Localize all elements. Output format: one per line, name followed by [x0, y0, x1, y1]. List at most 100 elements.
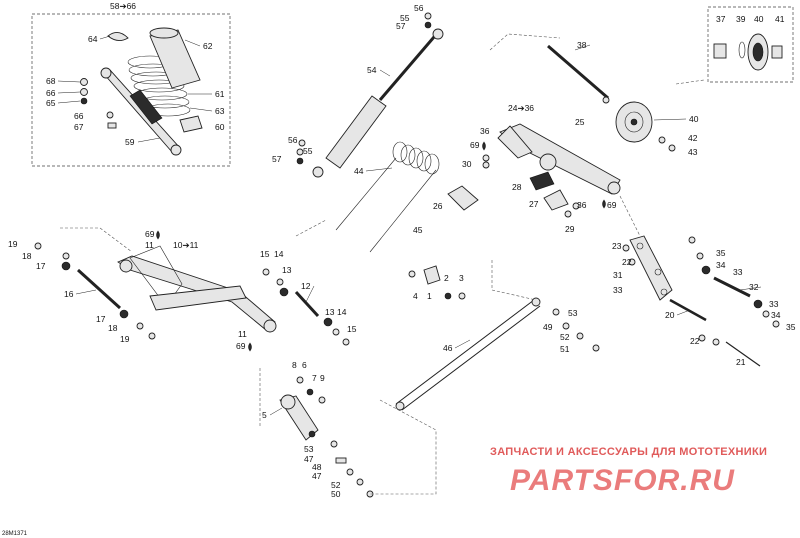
callout-19: 19: [8, 239, 18, 249]
bolt-part: [725, 341, 761, 367]
callout-52: 52: [331, 480, 341, 490]
nut-part: [80, 97, 88, 105]
bolt-part: [107, 122, 117, 129]
callout-2: 2: [444, 273, 449, 283]
callout-9: 9: [320, 373, 325, 383]
callout-14: 14: [337, 307, 347, 317]
callout-34: 34: [771, 310, 781, 320]
callout-11: 11: [145, 240, 154, 250]
callout-15: 15: [347, 324, 357, 334]
callout-56: 56: [414, 3, 424, 13]
callout-19: 19: [120, 334, 130, 344]
shaft-part: [713, 276, 751, 298]
callout-24-36: 24➔36: [508, 103, 534, 113]
lubricant-drop-icon: [482, 141, 486, 151]
shock-body-part: [100, 67, 182, 156]
callout-67: 67: [74, 122, 84, 132]
callout-10-11: 10➔11: [173, 240, 199, 250]
callout-5: 5: [262, 410, 267, 420]
front-arm-part: [117, 245, 277, 333]
bracket-part: [529, 171, 555, 191]
spacer-part: [335, 457, 347, 464]
callout-66: 66: [74, 111, 84, 121]
callout-46: 46: [443, 343, 453, 353]
adjuster-part: [179, 115, 203, 133]
callout-3: 3: [459, 273, 464, 283]
stopper-part: [543, 189, 569, 211]
callout-39: 39: [736, 14, 746, 24]
callout-6: 6: [302, 360, 307, 370]
callout-8: 8: [292, 360, 297, 370]
callout-37: 37: [716, 14, 726, 24]
lubricant-drop-icon: [602, 199, 606, 209]
callout-16: 16: [64, 289, 74, 299]
callout-32: 32: [749, 282, 759, 292]
callout-42: 42: [688, 133, 698, 143]
callout-51: 51: [560, 344, 570, 354]
callout-44: 44: [354, 166, 364, 176]
callout-64: 64: [88, 34, 98, 44]
link-rod-part: [395, 297, 541, 411]
idler-wheel-part: [615, 101, 653, 143]
callout-40: 40: [689, 114, 699, 124]
bracket-arm-part: [279, 394, 319, 441]
retainer-ring-part: [107, 32, 129, 41]
callout-34: 34: [716, 260, 726, 270]
washer-part: [106, 111, 114, 119]
callout-52: 52: [560, 332, 570, 342]
callout-55: 55: [400, 13, 410, 23]
callout-61: 61: [215, 89, 225, 99]
callout-41: 41: [775, 14, 785, 24]
callout-69: 69: [236, 341, 246, 351]
callout-35: 35: [716, 248, 726, 258]
callout-21: 21: [736, 357, 746, 367]
callout-62: 62: [203, 41, 213, 51]
watermark-logo: PARTSFOR.RU: [510, 464, 735, 497]
idler-wheel-group: [707, 6, 794, 83]
reservoir-part: [149, 27, 201, 89]
callout-33: 33: [733, 267, 743, 277]
callout-36: 36: [577, 200, 587, 210]
group-box: [707, 6, 794, 83]
callout-7: 7: [312, 373, 317, 383]
axle-part: [547, 44, 609, 100]
callout-11: 11: [238, 329, 247, 339]
callout-45: 45: [413, 225, 423, 235]
callout-22: 22: [690, 336, 700, 346]
callout-60: 60: [215, 122, 225, 132]
rear-arm-part: [497, 123, 621, 195]
callout-20: 20: [665, 310, 675, 320]
lubricant-drop-icon: [248, 342, 252, 352]
callout-13: 13: [282, 265, 292, 275]
callout-50: 50: [331, 489, 341, 499]
callout-69: 69: [607, 200, 617, 210]
callout-12: 12: [301, 281, 311, 291]
plate-part: [629, 235, 673, 301]
callout-26: 26: [433, 201, 443, 211]
bushing-part: [80, 78, 88, 86]
callout-33: 33: [613, 285, 623, 295]
callout-54: 54: [367, 65, 377, 75]
callout-48: 48: [312, 462, 322, 472]
callout-17: 17: [96, 314, 106, 324]
callout-63: 63: [215, 106, 225, 116]
callout-36: 36: [480, 126, 490, 136]
callout-47: 47: [304, 454, 314, 464]
callout-56: 56: [288, 135, 298, 145]
callout-14: 14: [274, 249, 284, 259]
callout-47: 47: [312, 471, 322, 481]
shaft-part: [294, 290, 320, 318]
callout-55: 55: [303, 146, 313, 156]
torsion-spring-part: [335, 141, 440, 253]
shock-absorber-group: [31, 13, 231, 167]
callout-15: 15: [260, 249, 270, 259]
washer-part: [80, 88, 88, 96]
callout-1: 1: [427, 291, 432, 301]
callout-53: 53: [568, 308, 578, 318]
leader-lines: [57, 35, 762, 416]
callout-57: 57: [396, 21, 406, 31]
callout-35: 35: [786, 322, 796, 332]
callout-53: 53: [304, 444, 314, 454]
